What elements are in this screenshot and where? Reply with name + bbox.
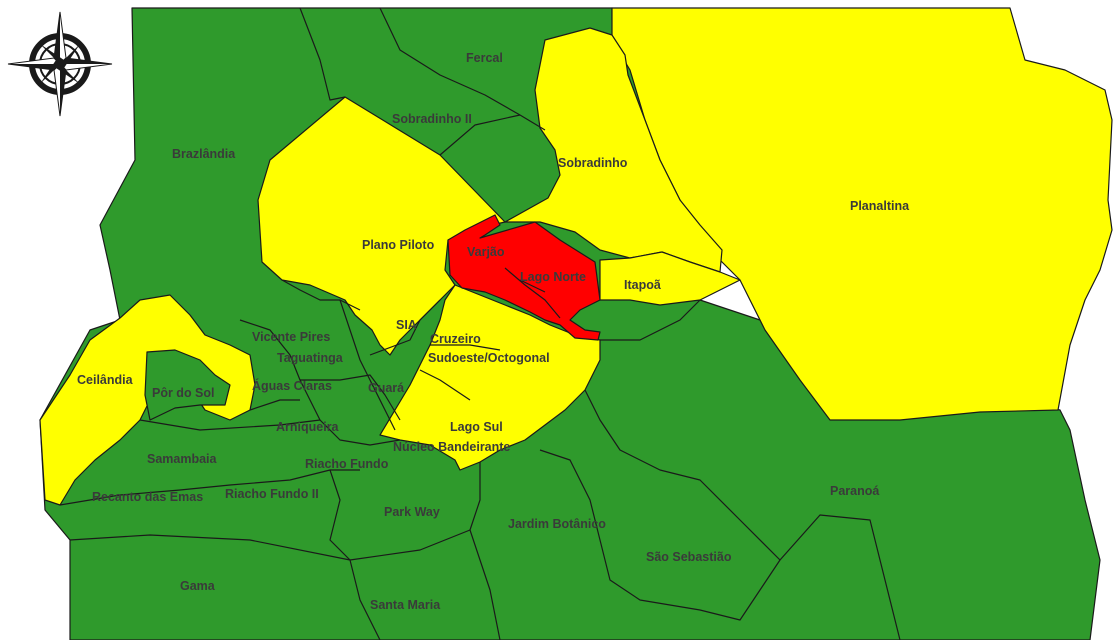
label-aguas-claras: Águas Claras xyxy=(252,378,332,393)
label-cruzeiro: Cruzeiro xyxy=(430,332,481,346)
label-planaltina: Planaltina xyxy=(850,199,910,213)
label-brazlandia: Brazlândia xyxy=(172,147,236,161)
label-sobradinho: Sobradinho xyxy=(558,156,628,170)
region-labels: Fercal Sobradinho II Brazlândia Sobradin… xyxy=(77,51,910,612)
label-park-way: Park Way xyxy=(384,505,440,519)
label-taguatinga: Taguatinga xyxy=(277,351,344,365)
label-riacho-fundo-ii: Riacho Fundo II xyxy=(225,487,319,501)
label-recanto-das-emas: Recanto das Emas xyxy=(92,490,203,504)
label-gama: Gama xyxy=(180,579,216,593)
district-boundaries xyxy=(59,7,901,640)
label-sobradinho-ii: Sobradinho II xyxy=(392,112,472,126)
label-guara: Guará xyxy=(368,381,404,395)
region-lago-norte[interactable] xyxy=(447,214,601,341)
label-ceilandia: Ceilândia xyxy=(77,373,134,387)
label-samambaia: Samambaia xyxy=(147,452,218,466)
region-sudoeste-octogonal[interactable] xyxy=(379,284,601,471)
region-por-do-sol[interactable] xyxy=(144,349,231,421)
label-sao-sebastiao: São Sebastião xyxy=(646,550,732,564)
lake-boundary xyxy=(504,267,561,319)
label-plano-piloto: Plano Piloto xyxy=(362,238,435,252)
label-arniqueira: Arniqueira xyxy=(276,420,340,434)
label-sia: SIA xyxy=(396,318,417,332)
label-jardim-botanico: Jardim Botânico xyxy=(508,517,606,531)
label-santa-maria: Santa Maria xyxy=(370,598,441,612)
label-riacho-fundo: Riacho Fundo xyxy=(305,457,389,471)
label-paranoa: Paranoá xyxy=(830,484,879,498)
label-nucleo-bandeirante: Núcleo Bandeirante xyxy=(393,440,510,454)
region-itapoa[interactable] xyxy=(599,251,741,306)
label-vicente-pires: Vicente Pires xyxy=(252,330,330,344)
label-sudoeste-octogonal: Sudoeste/Octogonal xyxy=(428,351,550,365)
label-fercal: Fercal xyxy=(466,51,503,65)
label-itapoa: Itapoã xyxy=(624,278,661,292)
label-varjao: Varjão xyxy=(467,245,505,259)
compass-rose-icon xyxy=(7,11,113,117)
label-lago-sul: Lago Sul xyxy=(450,420,503,434)
label-lago-norte: Lago Norte xyxy=(520,270,586,284)
label-por-do-sol: Pôr do Sol xyxy=(152,386,215,400)
